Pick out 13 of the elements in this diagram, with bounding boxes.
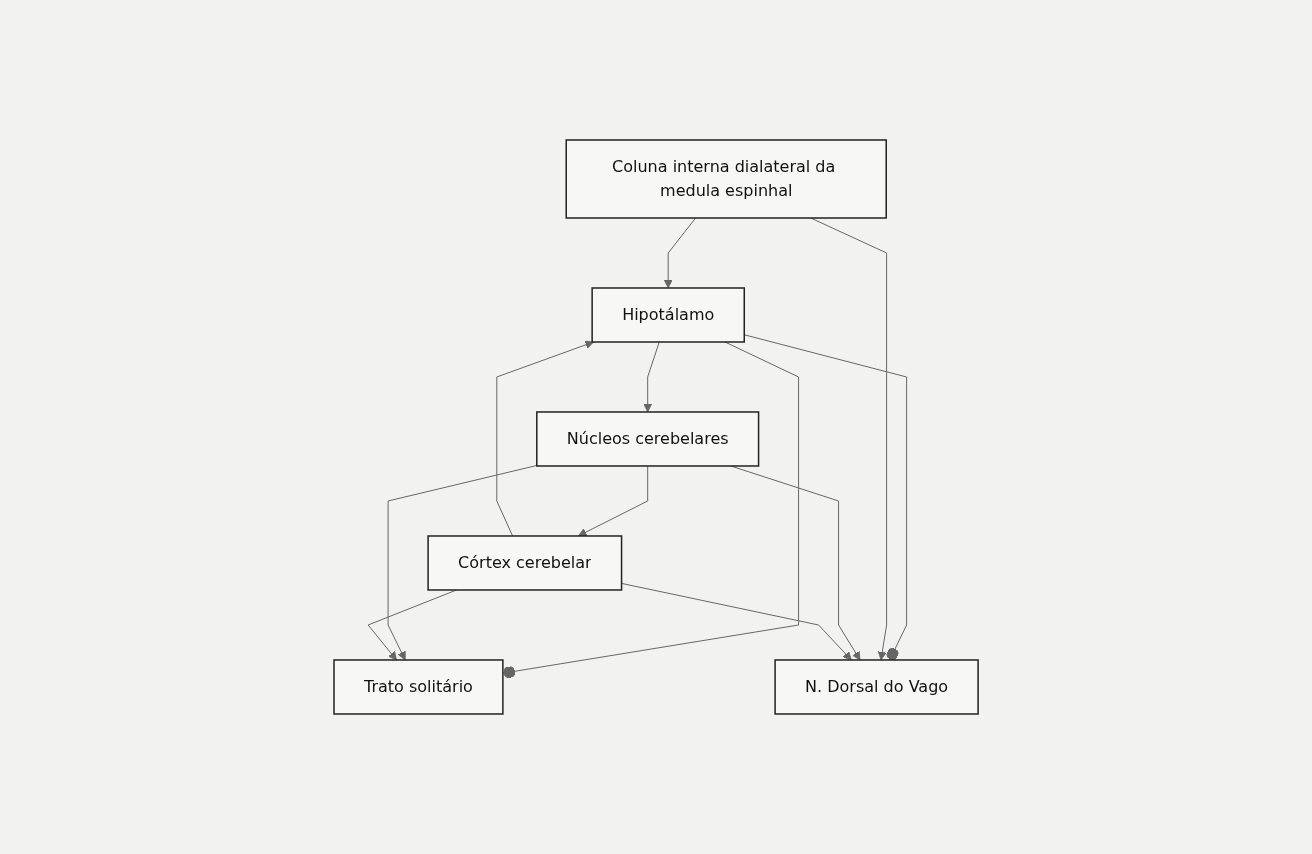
arrow: [621, 582, 852, 661]
node-box: Hipotálamo: [591, 287, 745, 343]
arrow: [643, 341, 660, 413]
node-box: Trato solitário: [333, 659, 504, 715]
arrow: [577, 465, 649, 537]
connector: [502, 341, 799, 679]
arrow: [496, 340, 594, 537]
arrow: [387, 465, 538, 661]
node-box: Núcleos cerebelares: [536, 411, 760, 467]
arrow: [663, 217, 697, 289]
node-box: N. Dorsal do Vago: [774, 659, 979, 715]
node-box: Coluna interna dialateral da medula espinhal: [565, 139, 887, 219]
node-box: Córtex cerebelar: [427, 535, 623, 591]
